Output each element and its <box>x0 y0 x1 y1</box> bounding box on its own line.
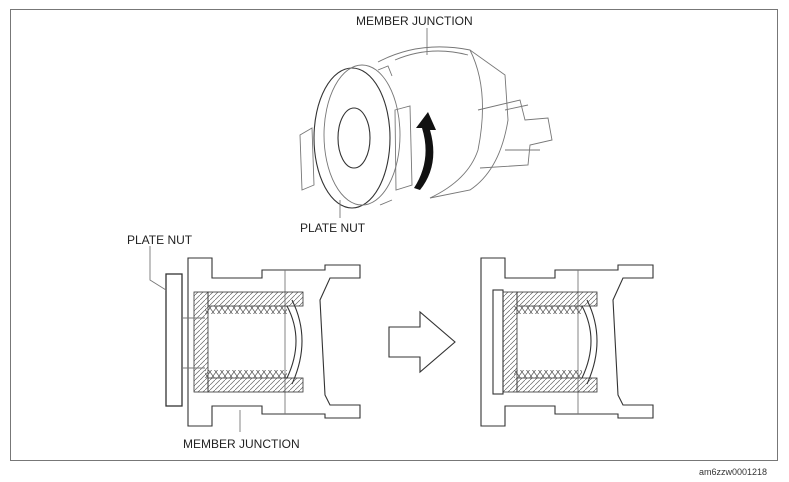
section-before <box>149 246 361 432</box>
curved-arrow-icon <box>414 112 436 190</box>
section-after <box>480 257 654 427</box>
plate-nut-hole <box>337 107 371 169</box>
member-junction-section <box>187 257 361 427</box>
member-junction-body <box>377 46 509 199</box>
plate-nut-assembled <box>492 289 504 395</box>
member-junction-assembled <box>480 257 654 427</box>
label-plate-nut-left: PLATE NUT <box>127 233 193 247</box>
label-member-junction-bottom: MEMBER JUNCTION <box>183 437 300 451</box>
isometric-assembly <box>299 28 553 218</box>
label-plate-nut-top: PLATE NUT <box>300 221 366 235</box>
label-member-junction-top: MEMBER JUNCTION <box>356 14 473 28</box>
figure-code: am6zzw0001218 <box>699 467 767 477</box>
right-arrow-icon <box>388 310 456 374</box>
clip-arm <box>477 99 553 169</box>
plate-nut-section <box>165 273 183 407</box>
figure-frame <box>10 9 778 461</box>
plate-nut-disc <box>313 67 391 209</box>
